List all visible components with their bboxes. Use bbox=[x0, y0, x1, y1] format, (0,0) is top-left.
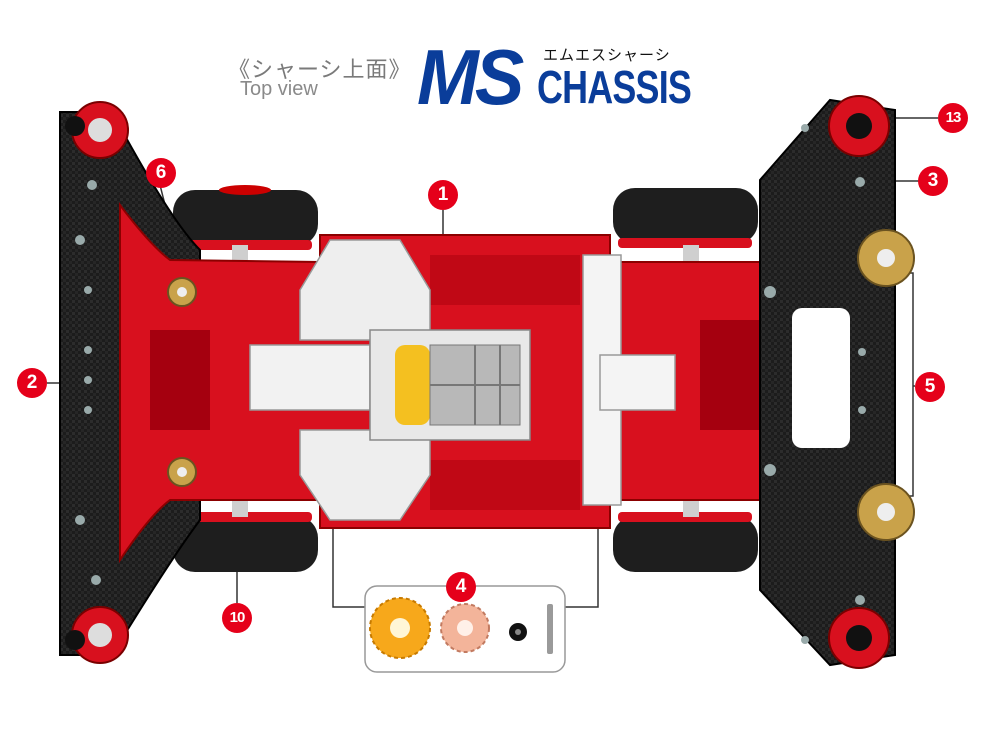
chassis-label-area bbox=[430, 255, 580, 305]
callout-10: 10 bbox=[222, 603, 252, 633]
chassis-label-area-2 bbox=[430, 460, 580, 510]
rear-plate-holes bbox=[764, 124, 866, 644]
rear-lower-wheel bbox=[613, 512, 758, 572]
motor-endbell bbox=[395, 345, 430, 425]
callout-13: 13 bbox=[938, 103, 968, 133]
rear-gear-cover-tab bbox=[599, 354, 676, 411]
header-title-en: Top view bbox=[240, 78, 318, 100]
callout-4: 4 bbox=[446, 572, 476, 602]
rear-gold-roller-upper bbox=[857, 229, 915, 287]
rear-top-roller bbox=[828, 95, 890, 157]
gear-parts-box bbox=[364, 585, 566, 673]
front-left-lower-wheel bbox=[173, 512, 318, 572]
pink-gear bbox=[440, 603, 490, 653]
front-top-roller bbox=[65, 101, 129, 159]
rear-gold-roller-lower bbox=[857, 483, 915, 541]
rear-bottom-roller bbox=[828, 607, 890, 669]
front-chassis-recess bbox=[150, 330, 210, 430]
rear-carbon-plate bbox=[759, 98, 896, 667]
front-plate-holes bbox=[75, 180, 101, 585]
front-gear-cover bbox=[249, 344, 371, 411]
yellow-gear bbox=[369, 597, 431, 659]
logo-chassis: CHASSIS bbox=[537, 61, 692, 113]
rear-upper-wheel bbox=[613, 188, 758, 248]
bearing bbox=[509, 623, 527, 641]
callout-1: 1 bbox=[428, 180, 458, 210]
callout-5: 5 bbox=[915, 372, 945, 402]
front-left-upper-wheel bbox=[173, 185, 318, 250]
logo-kana: エムエスシャーシ bbox=[543, 46, 671, 64]
callout-3: 3 bbox=[918, 166, 948, 196]
callout-6: 6 bbox=[146, 158, 176, 188]
center-unit bbox=[249, 239, 676, 521]
shaft bbox=[547, 604, 553, 654]
front-bottom-roller bbox=[65, 606, 129, 664]
callout-2: 2 bbox=[17, 368, 47, 398]
header-title-jp: 《シャーシ上面》 bbox=[228, 58, 412, 83]
rear-plate-cutout bbox=[792, 308, 850, 448]
front-screws bbox=[167, 277, 197, 487]
motor bbox=[369, 329, 531, 441]
logo-ms: MS bbox=[417, 33, 524, 121]
rear-chassis-recess bbox=[700, 320, 760, 430]
